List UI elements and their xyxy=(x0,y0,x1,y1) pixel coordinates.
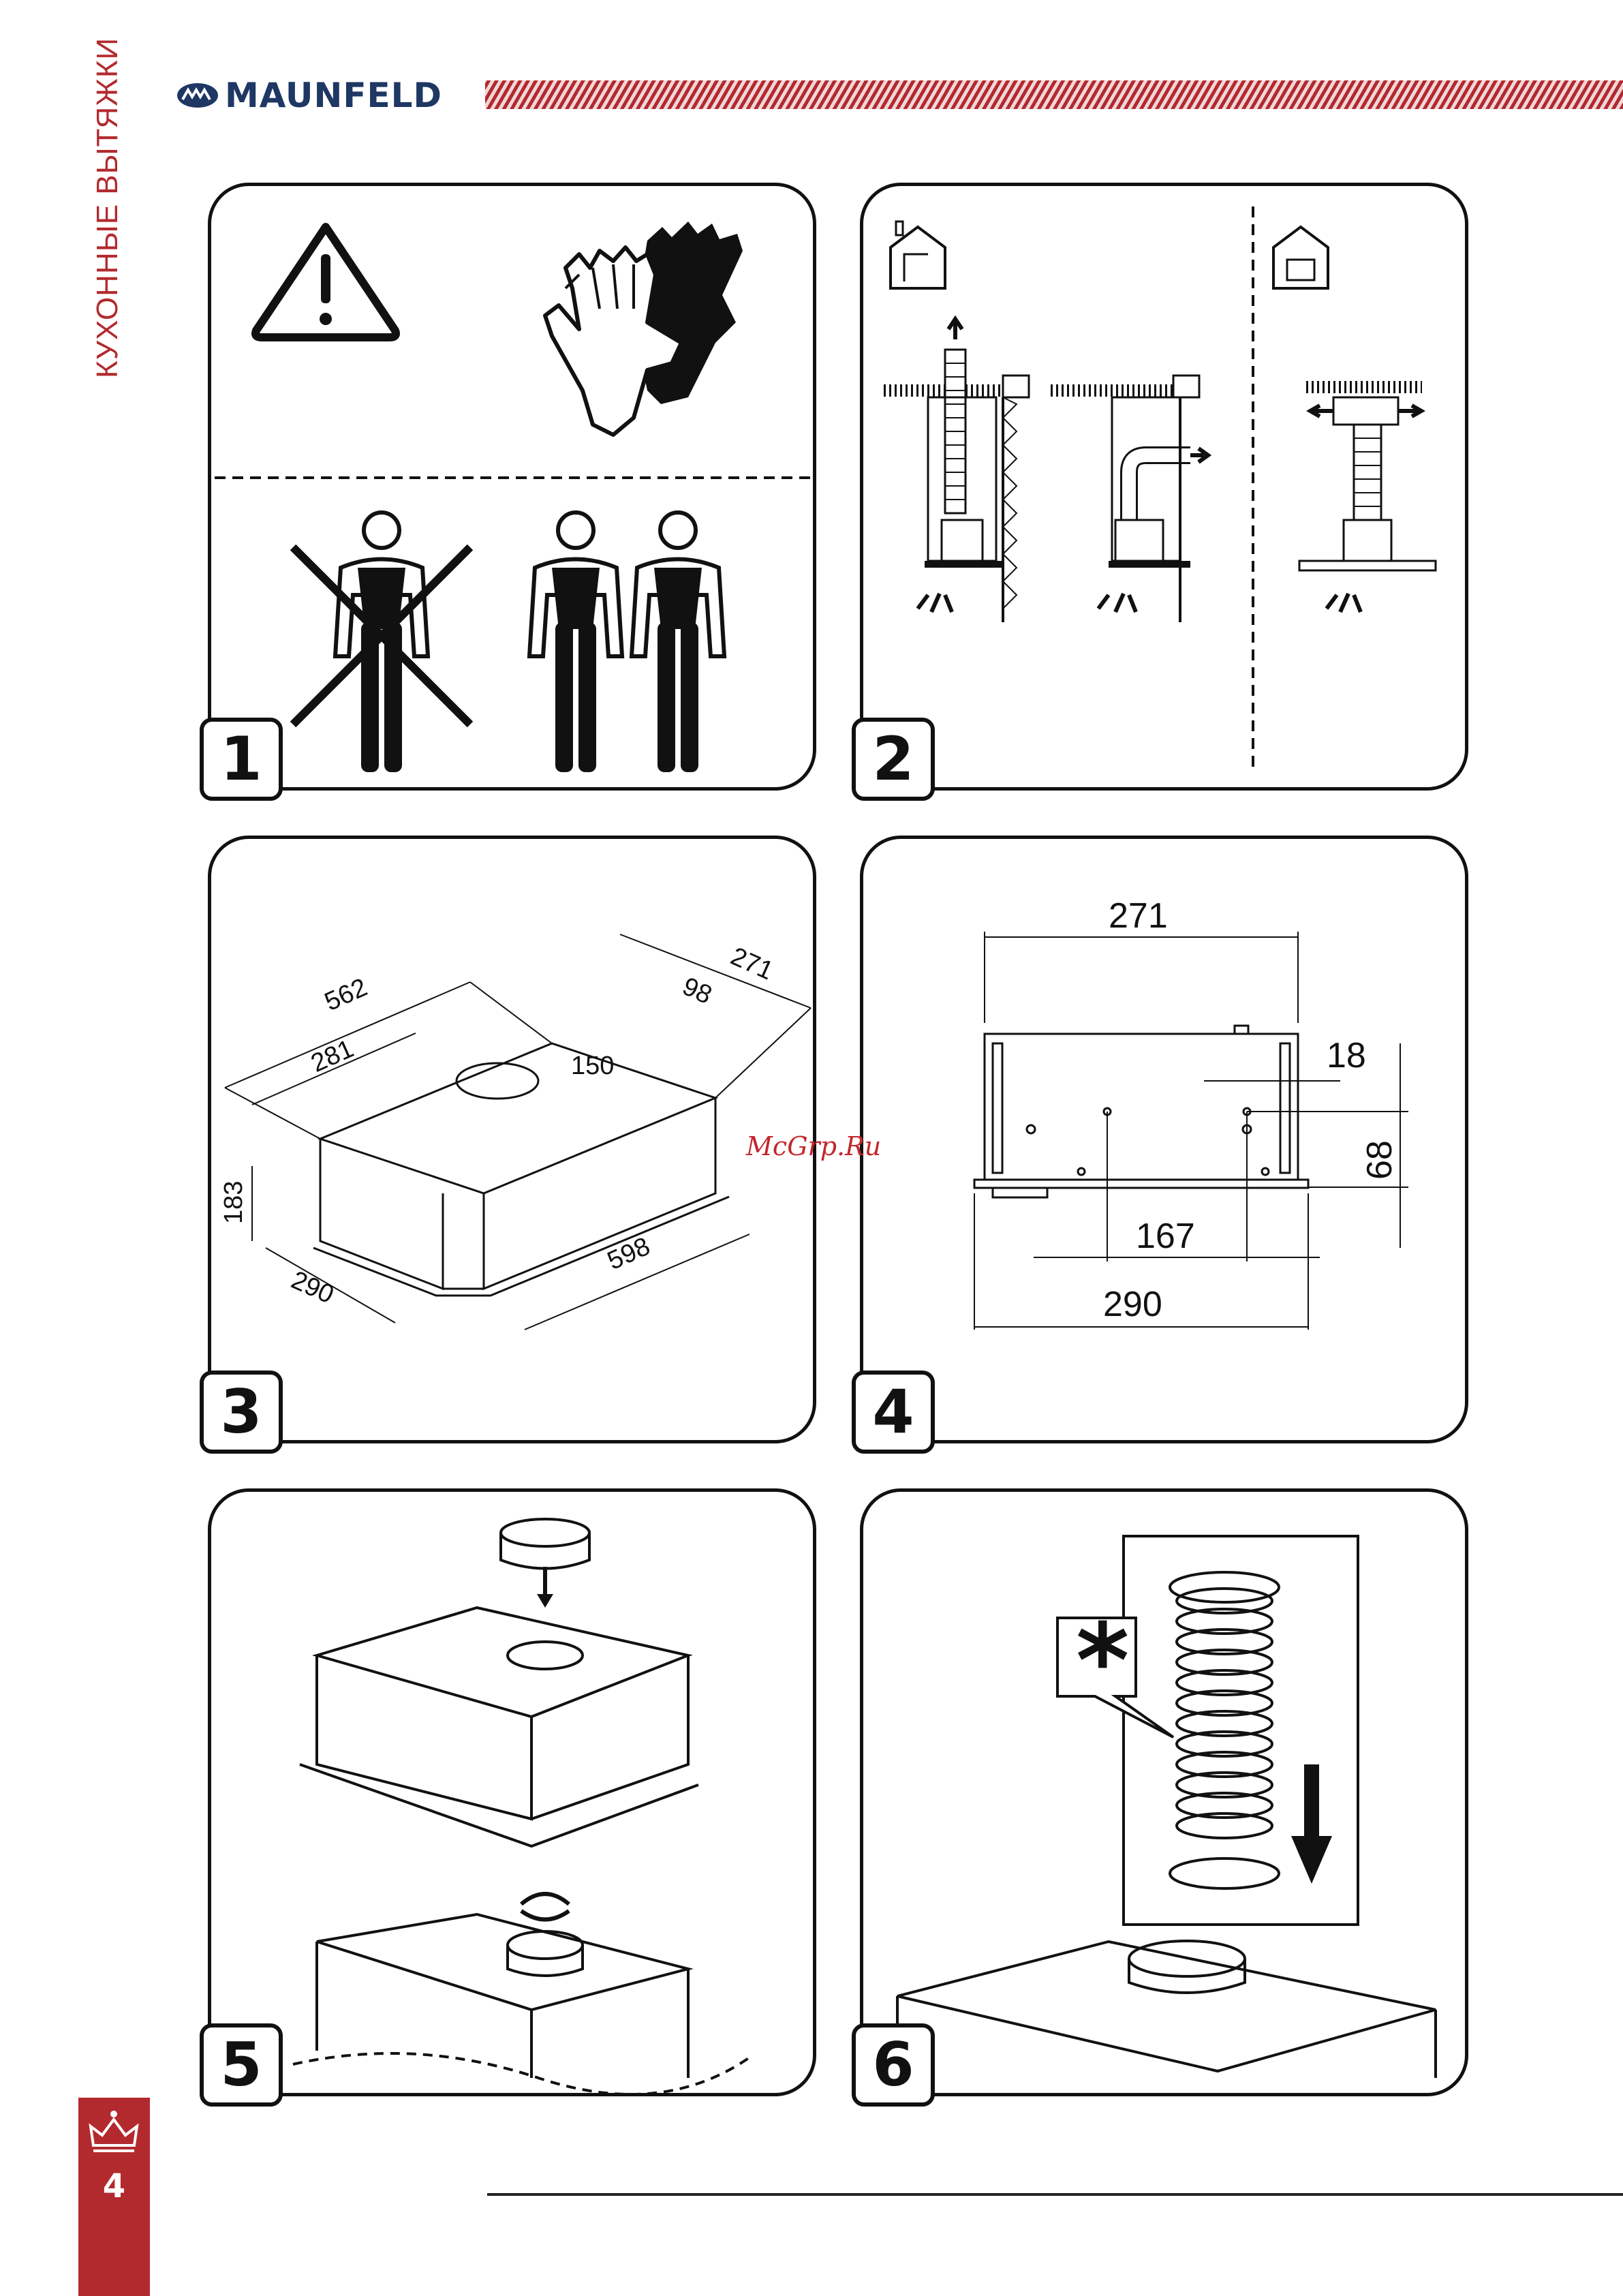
panel-5-flange-install xyxy=(208,1488,816,2096)
panel-1-safety xyxy=(208,183,816,791)
crown-logo-icon xyxy=(78,2098,150,2166)
hood-top-drawing xyxy=(897,1941,1436,2078)
arrow-down-icon xyxy=(537,1567,553,1608)
single-installer-icon xyxy=(293,512,470,772)
hood-top-drawing xyxy=(300,1608,698,1846)
hood-top-flange-drawing xyxy=(293,1914,749,2094)
section-title-vertical: КУХОННЫЕ ВЫТЯЖКИ xyxy=(87,58,128,378)
hood-isometric-drawing xyxy=(225,934,811,1330)
mode-side-exhaust-diagram xyxy=(1051,376,1208,622)
header-stripe xyxy=(485,80,1623,109)
step-badge-5: 5 xyxy=(200,2023,283,2107)
mode-vertical-exhaust-diagram xyxy=(884,319,1029,622)
footer-page-tab: 4 xyxy=(78,2098,150,2296)
warning-icon xyxy=(256,227,396,337)
house-extraction-icon xyxy=(891,221,945,288)
dim-598: 598 xyxy=(603,1232,654,1276)
step-badge-4: 4 xyxy=(852,1371,935,1454)
step-badge-6: 6 xyxy=(852,2023,935,2107)
dim-183: 183 xyxy=(219,1181,248,1224)
step-badge-3: 3 xyxy=(200,1371,283,1454)
panel-4-side-dimensions: 271 18 68 167 290 xyxy=(860,836,1468,1443)
dim-271: 271 xyxy=(1109,896,1168,936)
gloves-icon xyxy=(545,221,743,435)
dim-98: 98 xyxy=(678,972,716,1010)
step-badge-2: 2 xyxy=(852,718,935,801)
house-recirculation-icon xyxy=(1273,227,1328,288)
dim-562: 562 xyxy=(320,973,371,1017)
dim-271: 271 xyxy=(726,942,777,985)
dim-68: 68 xyxy=(1360,1140,1400,1180)
dim-281: 281 xyxy=(307,1035,358,1078)
dim-167: 167 xyxy=(1136,1216,1195,1256)
panel-3-isometric-dimensions: 562 281 271 98 150 183 290 598 xyxy=(208,836,816,1443)
page-number: 4 xyxy=(78,2167,150,2205)
brand-logo: MAUNFELD xyxy=(176,74,442,117)
svg-text:*: * xyxy=(1076,1602,1129,1721)
dim-18: 18 xyxy=(1327,1036,1366,1075)
watermark: McGrp.Ru xyxy=(746,1131,881,1161)
dim-290: 290 xyxy=(287,1266,338,1309)
flange-ring-drawing xyxy=(501,1519,589,1569)
rotate-arrow-icon xyxy=(521,1894,569,1920)
brand-logo-icon xyxy=(176,82,219,109)
footer-rule xyxy=(487,2193,1623,2196)
brand-name: MAUNFELD xyxy=(225,76,442,115)
step-badge-1: 1 xyxy=(200,718,283,801)
hood-side-drawing xyxy=(974,932,1408,1330)
two-installers-icon xyxy=(529,512,724,772)
dim-290: 290 xyxy=(1103,1285,1162,1324)
panel-6-duct-connection: * xyxy=(860,1488,1468,2096)
dim-150: 150 xyxy=(571,1052,614,1080)
panel-2-installation-modes xyxy=(860,183,1468,791)
mode-recirculation-diagram xyxy=(1299,387,1436,612)
